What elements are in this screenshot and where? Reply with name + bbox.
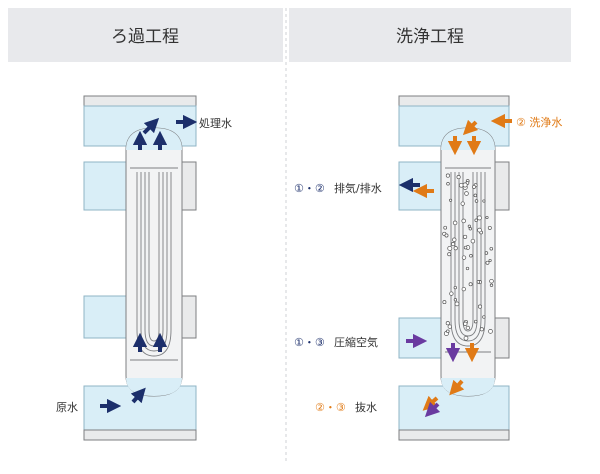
- drain-arrow: [424, 401, 441, 418]
- low-port-right: [494, 317, 510, 359]
- air-bubble: [463, 245, 468, 250]
- air-bubble: [484, 251, 489, 255]
- air-bubble: [485, 215, 489, 220]
- air-bubble: [447, 245, 453, 251]
- air-bubble: [476, 280, 481, 284]
- air-bubble: [470, 238, 476, 244]
- diag-arrow: [462, 119, 479, 136]
- air-bubble: [451, 242, 456, 247]
- air-bubble: [446, 182, 450, 186]
- header-washing: [289, 8, 571, 62]
- air-bubble: [489, 283, 494, 287]
- air-bubble: [489, 246, 494, 251]
- air-bubble: [463, 321, 468, 326]
- label-drain-num: ②・③: [315, 401, 346, 414]
- label-compressed-air-num: ①・③: [294, 336, 325, 349]
- filtration-panel: 処理水 原水: [56, 95, 232, 441]
- air-bubble: [488, 258, 492, 263]
- mid-port-left: [83, 161, 127, 211]
- air-bubble: [446, 329, 450, 334]
- label-vent-drain: 排気/排水: [334, 181, 382, 195]
- mid-port-right: [181, 161, 197, 211]
- air-bubble: [460, 201, 465, 206]
- air-bubble: [442, 300, 447, 305]
- low-port-left: [83, 295, 127, 339]
- air-bubble: [452, 220, 458, 226]
- low-port-right: [181, 295, 197, 339]
- air-bubble: [461, 218, 466, 224]
- air-bubble: [474, 199, 479, 203]
- top-flange: [398, 95, 510, 107]
- air-bubble: [485, 260, 490, 265]
- filtration-arrows: [100, 114, 198, 414]
- air-bubble: [473, 319, 478, 324]
- air-bubble: [473, 193, 478, 198]
- title-filtration: ろ過工程: [111, 27, 179, 47]
- air-bubble: [456, 175, 461, 180]
- air-bubble: [488, 329, 493, 334]
- air-bubble: [487, 225, 492, 230]
- air-bubble: [489, 278, 494, 284]
- label-compressed-air: 圧縮空気: [334, 335, 378, 349]
- diag-arrow: [142, 117, 160, 135]
- air-bubble: [467, 224, 471, 228]
- air-bubble: [477, 304, 483, 309]
- diag-arrow: [130, 387, 146, 404]
- air-bubble: [445, 321, 450, 326]
- air-bubble: [465, 266, 470, 271]
- air-bubble: [468, 227, 472, 231]
- label-raw-water: 原水: [56, 401, 78, 414]
- air-bubble: [461, 286, 466, 292]
- washing-panel: ② 洗浄水 ①・② 排気/排水 ①・③ 圧縮空気 ②・③ 抜水: [294, 95, 562, 441]
- label-vent-drain-num: ①・②: [294, 182, 325, 195]
- air-bubble: [445, 173, 450, 178]
- bottom-flange: [83, 429, 197, 441]
- label-treated-water: 処理水: [199, 117, 232, 130]
- air-bubble: [443, 225, 448, 230]
- air-bubble: [444, 233, 449, 238]
- air-bubble: [463, 234, 468, 239]
- header-filtration: [8, 8, 283, 62]
- air-bubble: [463, 335, 469, 341]
- air-bubble: [453, 298, 458, 302]
- air-bubble: [462, 182, 468, 188]
- title-washing: 洗浄工程: [396, 27, 464, 47]
- mid-port-right: [494, 161, 510, 211]
- low-port-left: [398, 317, 442, 359]
- air-bubble: [472, 184, 476, 189]
- air-bubbles: [442, 173, 494, 341]
- air-bubble: [465, 325, 471, 331]
- air-bubble: [474, 218, 478, 223]
- label-drain: 抜水: [355, 400, 377, 414]
- air-bubble: [477, 227, 482, 233]
- air-bubble: [452, 237, 457, 242]
- air-bubble: [479, 327, 484, 332]
- air-bubble: [469, 254, 473, 258]
- air-bubble: [449, 198, 453, 202]
- air-bubble: [461, 255, 467, 260]
- air-bubble: [464, 191, 469, 196]
- air-bubble: [447, 252, 452, 257]
- air-bubble: [449, 291, 454, 296]
- air-bubble: [468, 282, 473, 287]
- air-bubble: [453, 285, 457, 290]
- air-bubble: [453, 246, 458, 251]
- diag-arrow: [449, 379, 465, 396]
- air-bubble: [447, 324, 452, 329]
- bottom-flange: [398, 429, 510, 441]
- washing-arrows: [398, 113, 512, 418]
- air-bubble: [454, 301, 460, 307]
- top-flange: [83, 95, 197, 107]
- label-wash-water: ② 洗浄水: [516, 115, 562, 129]
- air-bubble: [476, 215, 482, 221]
- air-bubble: [482, 315, 486, 319]
- air-bubble: [482, 199, 486, 203]
